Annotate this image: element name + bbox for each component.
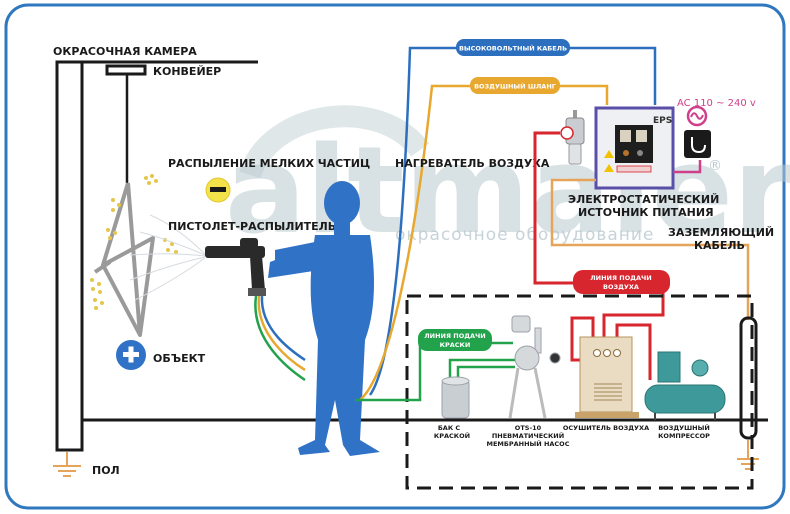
minus-glyph [210, 187, 226, 192]
paint-particles [90, 174, 178, 310]
label-compressor-1: ВОЗДУШНЫЙ [658, 423, 710, 432]
label-booth: ОКРАСОЧНАЯ КАМЕРА [53, 45, 197, 58]
ground-cable-line [550, 178, 750, 320]
hv-cable-pill [456, 39, 570, 56]
plug-cord-glyph [691, 137, 706, 154]
label-air-heater: НАГРЕВАТЕЛЬ ВОЗДУХА [395, 157, 550, 170]
hv-cable-line [368, 46, 657, 396]
conveyor-rail [105, 64, 147, 76]
air-dryer [575, 336, 639, 418]
ac-power-label: AC 110 ~ 240 v [677, 98, 756, 109]
power-cable-line [673, 160, 702, 174]
air-line-pill [573, 270, 670, 294]
air-line-label-2: ВОЗДУХА [603, 283, 639, 291]
label-spray-gun: ПИСТОЛЕТ-РАСПЫЛИТЕЛЬ [168, 220, 336, 233]
paint-line-pill [418, 329, 492, 351]
label-tank-2: КРАСКОЙ [434, 431, 470, 440]
label-ground-cable-2: КАБЕЛЬ [694, 239, 745, 252]
label-pump-2: ПНЕВМАТИЧЕСКИЙ [492, 431, 564, 440]
air-hose-label: ВОЗДУШНЫЙ ШЛАНГ [474, 82, 556, 91]
paint-line-label-1: ЛИНИЯ ПОДАЧИ [424, 332, 485, 340]
air-compressor [644, 351, 726, 420]
label-fine-spray: РАСПЫЛЕНИЕ МЕЛКИХ ЧАСТИЦ [168, 157, 370, 170]
diaphragm-pump [508, 315, 561, 419]
label-dryer: ОСУШИТЕЛЬ ВОЗДУХА [563, 424, 649, 432]
spray-stream [129, 214, 206, 301]
paint-tank [441, 376, 470, 419]
watermark-registered: ® [708, 158, 722, 174]
air-supply-line-upper [533, 131, 580, 285]
plus-glyph-v [128, 346, 134, 363]
label-floor: ПОЛ [92, 464, 120, 477]
label-eps-2: ИСТОЧНИК ПИТАНИЯ [578, 206, 714, 219]
eps-power-supply [594, 106, 675, 190]
air-hose-pill [470, 77, 560, 94]
air-supply-line-to-dryer [602, 283, 665, 337]
air-filter-regulator [560, 110, 585, 165]
ground-rod [739, 316, 758, 440]
ac-sine-wave [690, 112, 704, 120]
paint-booth [55, 60, 258, 452]
power-plug-icon [684, 130, 711, 158]
hv-cable-label: ВЫСОКОВОЛЬТНЫЙ КАБЕЛЬ [459, 44, 567, 53]
air-line-dryer-to-pump [570, 316, 595, 362]
paint-line-label-2: КРАСКИ [440, 341, 471, 349]
floor-ground-icon [53, 452, 81, 477]
air-line-compressor-to-dryer [615, 323, 652, 380]
ground-rod-ground-icon [737, 440, 759, 470]
label-pump-3: МЕМБРАННЫЙ НАСОС [487, 439, 570, 448]
label-pump-1: OTS-10 [515, 424, 542, 432]
label-ground-cable-1: ЗАЗЕМЛЯЮЩИЙ [668, 226, 774, 239]
label-eps-1: ЭЛЕКТРОСТАТИЧЕСКИЙ [568, 193, 719, 206]
eps-badge: EPS [653, 116, 672, 126]
watermark-tagline: окрасочное оборудование [395, 225, 654, 245]
air-hose-line [359, 84, 609, 401]
label-compressor-2: КОМПРЕССОР [658, 432, 710, 440]
equipment-zone-dashed [405, 294, 754, 490]
label-object: ОБЪЕКТ [153, 352, 206, 365]
gun-hoses [254, 295, 306, 382]
label-tank-1: БАК С [438, 424, 461, 432]
label-conveyor: КОНВЕЙЕР [153, 65, 221, 78]
spray-gun-icon [205, 238, 266, 296]
air-line-label-1: ЛИНИЯ ПОДАЧИ [590, 274, 651, 282]
ac-sine-icon [686, 105, 708, 127]
watermark-swoosh [239, 105, 429, 180]
